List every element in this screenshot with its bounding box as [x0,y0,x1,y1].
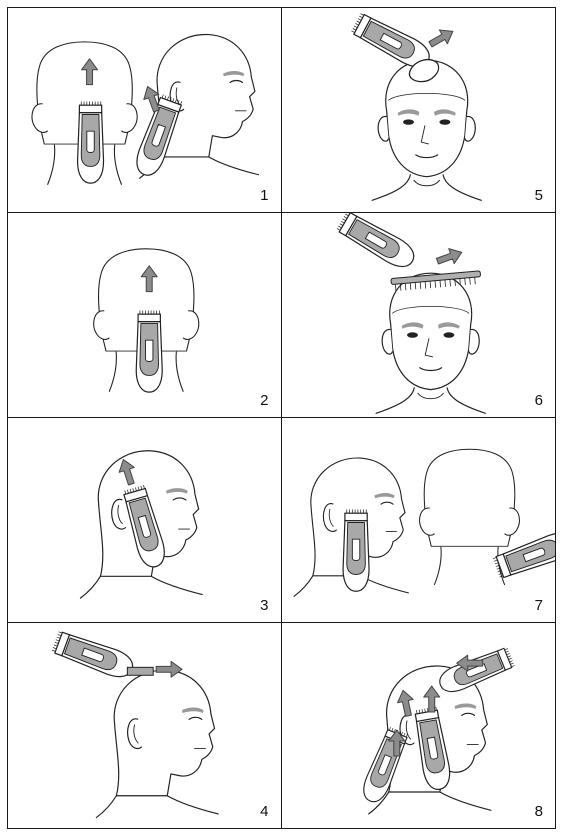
panel-6-illustration [282,213,556,417]
instruction-grid: 1 5 2 [7,7,556,829]
step-number: 5 [535,188,543,203]
panel-2: 2 [8,213,282,418]
panel-4-illustration [8,623,281,828]
panel-4: 4 [8,623,282,828]
panel-6: 6 [282,213,556,418]
head-side-figure [96,670,218,817]
step-number: 8 [535,804,543,819]
panel-3: 3 [8,418,282,623]
panel-8-illustration [282,623,556,828]
panel-5-illustration [282,8,556,212]
panel-2-illustration [8,213,281,417]
step-number: 6 [535,393,543,408]
panel-3-illustration [8,418,281,622]
head-front-figure [376,273,485,413]
clipper-figure [51,629,137,681]
clipper-figure [343,509,369,591]
arrow-right-icon [426,24,456,51]
arrow-right-icon [434,245,464,269]
panel-1: 1 [8,8,282,213]
panel-5: 5 [282,8,556,213]
step-number: 4 [260,804,268,819]
clipper-figure [78,101,104,183]
step-number: 7 [535,598,543,613]
panel-1-illustration [8,8,281,212]
step-number: 3 [260,598,268,613]
clipper-figure [136,310,162,392]
panel-8: 8 [282,623,556,828]
step-number: 2 [260,393,268,408]
clipper-figure [335,213,419,273]
panel-7: 7 [282,418,556,623]
step-number: 1 [260,188,268,203]
clipper-head-figure [127,667,153,675]
panel-7-illustration [282,418,556,622]
